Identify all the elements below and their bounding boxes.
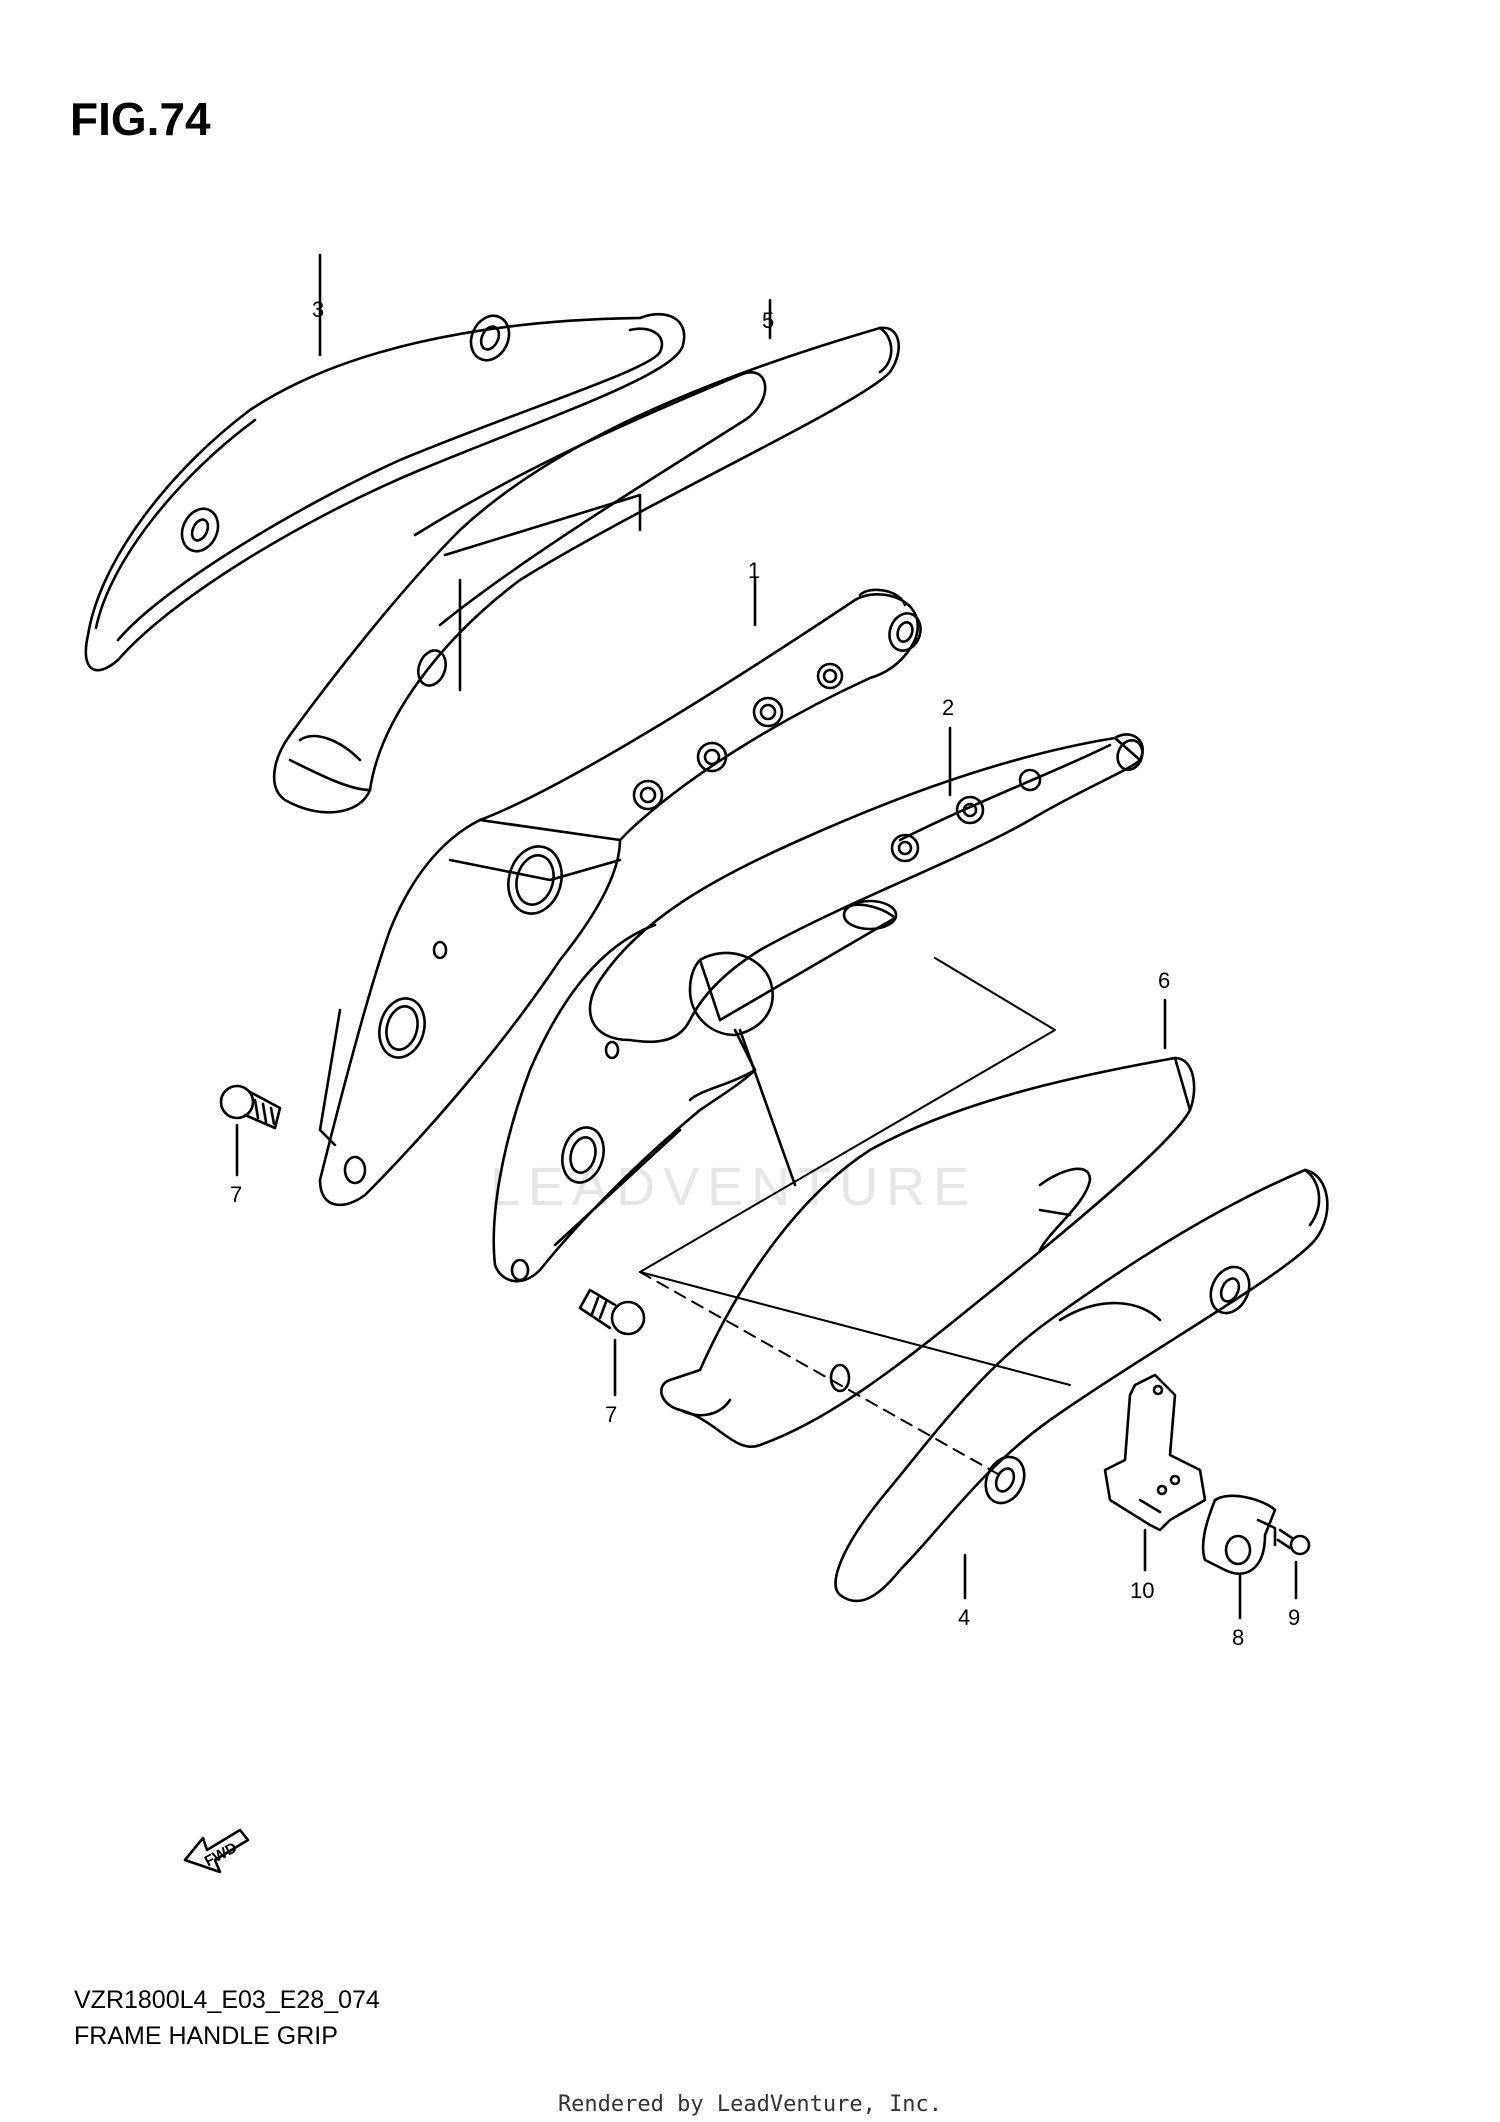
callout-3: 3	[312, 297, 324, 322]
callout-10: 10	[1130, 1578, 1154, 1603]
callout-7-lower: 7	[605, 1402, 617, 1427]
figure-name: FRAME HANDLE GRIP	[74, 2022, 338, 2050]
part-7-bolt-lower	[578, 1288, 646, 1397]
fwd-arrow-icon: FWD	[183, 1828, 250, 1874]
callout-8: 8	[1232, 1625, 1244, 1650]
callout-7-upper: 7	[230, 1182, 242, 1207]
figure-model-code: VZR1800L4_E03_E28_074	[74, 1986, 380, 2014]
callout-6: 6	[1158, 968, 1170, 993]
part-9-screw	[1276, 1528, 1311, 1600]
part-1-upper-handle	[318, 576, 922, 1207]
part-10-bracket	[1103, 1373, 1207, 1572]
figure-title: FIG.74	[70, 93, 211, 145]
callout-4: 4	[958, 1605, 970, 1630]
watermark-text: LEADVENTURE	[490, 1157, 977, 1217]
part-3-upper-cover	[84, 253, 686, 672]
part-4-lower-outer-cover	[834, 1168, 1329, 1603]
part-6-lower-inner-cover	[660, 998, 1196, 1448]
callout-1: 1	[748, 558, 760, 583]
part-7-bolt-upper	[219, 1084, 282, 1177]
part-2-lower-handle	[492, 726, 1144, 1479]
footer-credit: Rendered by LeadVenture, Inc.	[557, 2092, 943, 2117]
part-8-clamp	[1201, 1494, 1277, 1620]
part-5-upper-inner-cover	[272, 298, 900, 814]
callout-5: 5	[762, 308, 774, 333]
callout-2: 2	[942, 695, 954, 720]
callout-9: 9	[1288, 1605, 1300, 1630]
